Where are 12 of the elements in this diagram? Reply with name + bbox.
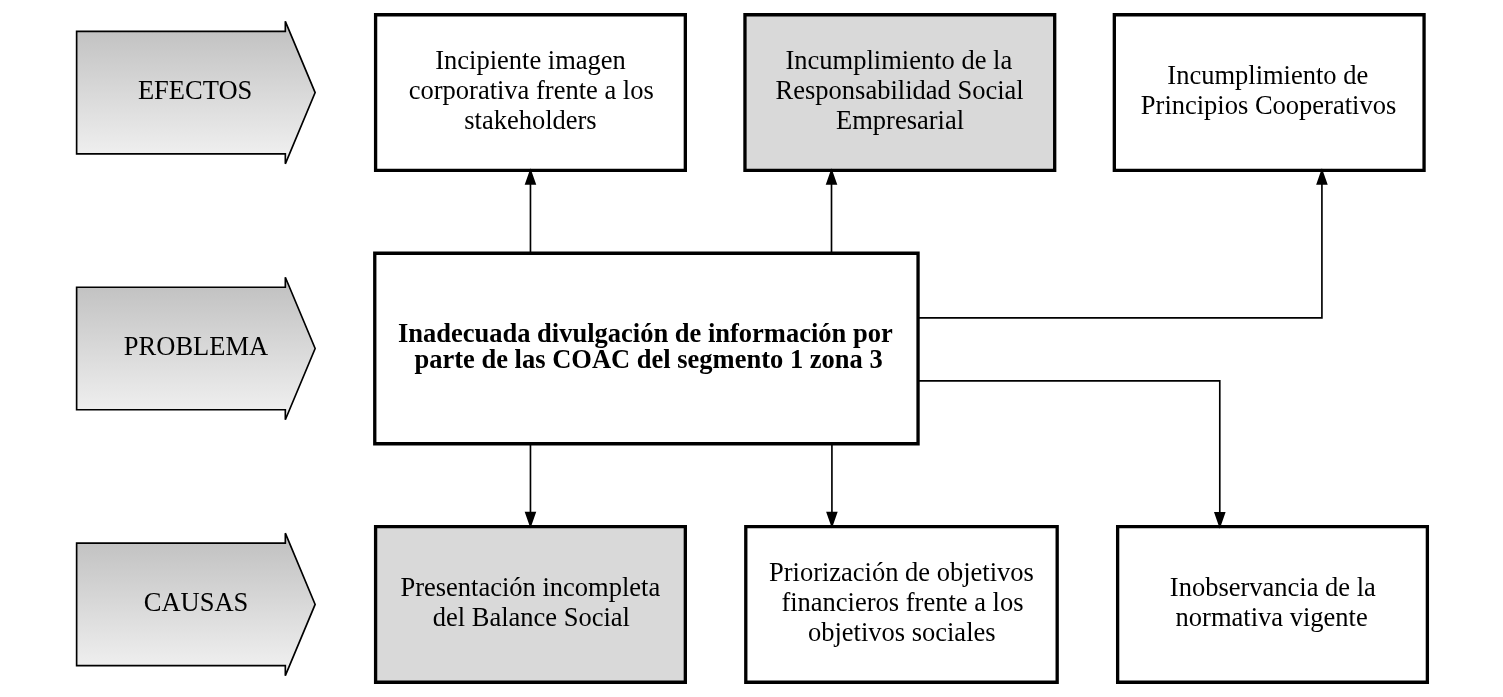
arrow (917, 379, 1226, 529)
node-box: Presentación incompleta del Balance Social (373, 524, 687, 684)
node-box: Incipiente imagen corporativa frente a los stakeholders (373, 13, 687, 173)
node-box: Incumplimiento de Principios Cooperativos (1112, 13, 1426, 173)
node-box: Inadecuada divulgación de información por parte de las COAC del segmento 1 zona 3 (372, 251, 920, 446)
arrow (825, 442, 838, 529)
node-box: Priorización de objetivos financieros frente a los objetivos sociales (743, 524, 1059, 684)
arrow (524, 168, 536, 255)
arrow (825, 168, 837, 255)
node-box: Incumplimiento de la Responsabilidad Social Empresarial (742, 13, 1056, 173)
node-box: Inobservancia de la normativa vigente (1115, 524, 1429, 684)
arrow (916, 168, 1328, 319)
